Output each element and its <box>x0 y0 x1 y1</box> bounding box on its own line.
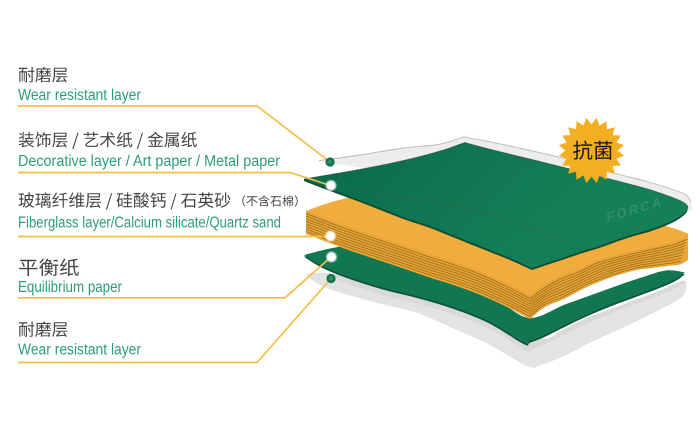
svg-text:Equilibrium paper: Equilibrium paper <box>18 279 122 296</box>
svg-text:Wear resistant layer: Wear resistant layer <box>18 87 141 104</box>
svg-text:Wear resistant layer: Wear resistant layer <box>18 342 141 359</box>
svg-text:Decorative layer / Art paper /: Decorative layer / Art paper / Metal pap… <box>18 153 280 170</box>
svg-text:Fiberglass layer/Calcium silic: Fiberglass layer/Calcium silicate/Quartz… <box>18 215 281 232</box>
